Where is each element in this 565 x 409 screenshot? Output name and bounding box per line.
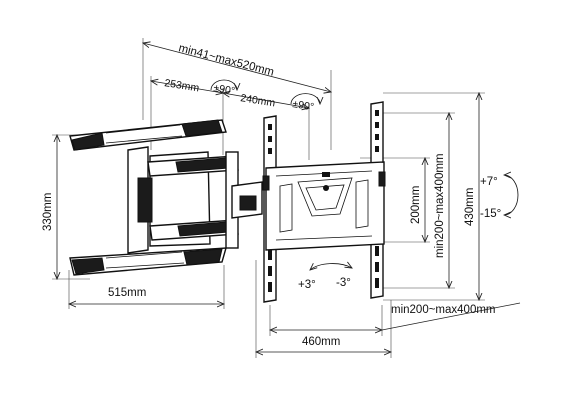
bottom-rail-cap-right — [183, 248, 223, 266]
head-plate — [265, 161, 385, 251]
left-brace — [279, 183, 293, 233]
center-cutout-inner — [305, 184, 345, 211]
label-bracket-height: 430mm — [464, 188, 476, 226]
label-plate-height: 330mm — [42, 193, 54, 231]
right-clip — [378, 171, 386, 187]
bottom-rail-detail — [105, 251, 185, 269]
label-tilt-down: -15° — [480, 208, 501, 220]
right-rail-slots — [375, 110, 379, 288]
label-arm2-swivel: ±90° — [292, 98, 315, 113]
label-arm1-length: 253mm — [164, 77, 201, 94]
center-notch — [322, 172, 330, 177]
label-arm1-swivel: ±90° — [213, 82, 236, 97]
connector-knob — [239, 195, 257, 211]
label-vesa-vertical: min200~max400mm — [434, 153, 446, 258]
dim-line-arm-length — [143, 43, 331, 92]
plate-hinge — [137, 177, 153, 223]
left-clip — [262, 175, 270, 191]
right-brace — [355, 179, 369, 229]
wall-plate — [69, 119, 227, 276]
label-vesa-200: 200mm — [410, 186, 422, 224]
rotation-arc — [310, 264, 352, 270]
label-rotation-ccw: -3° — [336, 277, 351, 289]
label-tilt-up: +7° — [480, 176, 498, 188]
label-arm2-length: 240mm — [240, 92, 277, 109]
bottom-rail-cap-left — [71, 257, 105, 275]
label-plate-width: 515mm — [108, 287, 146, 299]
label-vesa-horizontal: min200~max400mm — [391, 304, 496, 316]
swivel-arc-2 — [290, 93, 320, 104]
label-arm-length: min41~max520mm — [177, 42, 275, 78]
dim-line-arm1 — [151, 81, 223, 93]
label-rotation-cw: +3° — [298, 279, 316, 291]
tilt-arc — [504, 175, 519, 215]
center-cutout — [297, 177, 353, 217]
center-bolt — [323, 185, 329, 191]
top-rail-detail — [105, 124, 183, 144]
top-rail-cap-left — [71, 132, 105, 151]
leader-vesa-h — [381, 302, 521, 331]
articulating-arm — [147, 151, 263, 249]
swivel-arc-1 — [210, 79, 237, 90]
top-rail-cap-right — [181, 119, 223, 137]
left-rail-slots — [268, 124, 272, 292]
label-bracket-width: 460mm — [302, 336, 340, 348]
tv-bracket — [262, 101, 386, 303]
dim-line-arm2 — [223, 93, 309, 108]
